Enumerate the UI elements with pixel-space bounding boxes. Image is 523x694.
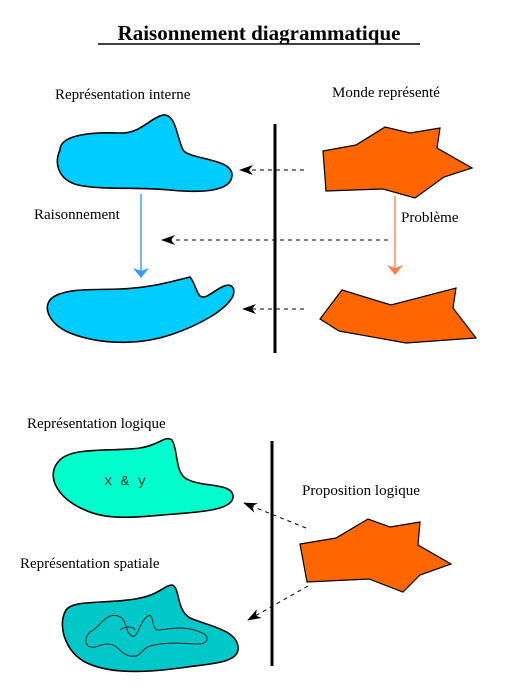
logical-blob: [52, 437, 234, 519]
spatial-blob: [61, 584, 239, 673]
spatial-squiggle: [85, 614, 208, 657]
proposition-shape: [299, 518, 453, 593]
label-internal-representation: Représentation interne: [55, 87, 191, 103]
world-shape-result: [319, 287, 478, 344]
label-spatial-representation: Représentation spatiale: [20, 556, 160, 572]
diagram-title: Raisonnement diagrammatique: [118, 21, 401, 45]
arrow-proposition-to-logical: [243, 502, 307, 529]
logic-formula: x & y: [104, 474, 146, 490]
internal-blob-initial: [56, 114, 233, 193]
label-reasoning: Raisonnement: [34, 207, 121, 223]
world-shape-initial: [322, 126, 474, 199]
arrow-proposition-to-spatial: [247, 585, 309, 621]
label-logical-proposition: Proposition logique: [302, 483, 420, 499]
label-problem: Problème: [401, 210, 459, 226]
label-represented-world: Monde représenté: [332, 85, 440, 101]
internal-blob-result: [46, 276, 235, 344]
label-logical-representation: Représentation logique: [27, 416, 166, 432]
